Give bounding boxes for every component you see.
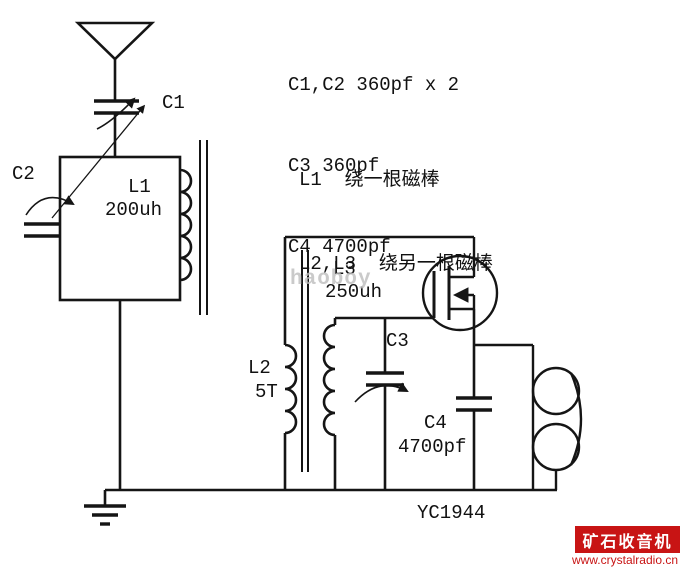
l1-label: L1 [128,176,151,198]
note-line: C3 360pf [288,155,380,177]
c4-label: C4 [424,412,447,434]
ground-icon [84,504,126,526]
note-line: C4 4700pf [288,236,391,258]
note-line: L1 绕一根磁棒 [299,169,440,191]
site-badge-title: 矿石收音机 [582,533,673,551]
l2-value-label: 5T [255,381,278,403]
capacitor-c4 [456,396,492,490]
ferrite-core-l2-l3 [301,250,309,472]
c4-value-label: 4700pf [398,436,467,458]
c3-label: C3 [386,330,409,352]
mosfet-icon [421,237,499,398]
l2-label: L2 [248,357,271,379]
model-number-label: YC1944 [417,502,486,524]
l3-label: L3 [333,258,356,280]
earphone-icon [474,343,583,490]
capacitor-c3 [354,318,409,490]
secondary-loop-wires [283,235,474,490]
circuit-wires [103,300,557,505]
antenna-icon [74,21,156,101]
c2-label: C2 [12,163,35,185]
inductor-l2-coil [284,343,298,435]
note-line: C1,C2 360pf x 2 [288,74,460,96]
coil-winding-note: L1 绕一根磁棒 L2,L3 绕另一根磁棒 [299,110,493,334]
l1-value-label: 200uh [105,199,163,221]
capacitor-c2 [24,195,75,238]
site-badge-url: www.crystalradio.cn [571,553,678,567]
l3-value-label: 250uh [325,281,383,303]
site-badge: 矿石收音机 [575,526,680,553]
inductor-l3-coil [322,318,337,490]
ferrite-core-l1 [199,140,208,315]
c1-label: C1 [162,92,185,114]
capacitor-c1 [94,97,139,157]
tank-circuit-box [58,155,182,302]
note-line: L2,L3 绕另一根磁棒 [299,253,493,275]
watermark-text: haoboy [290,268,372,291]
cap-values-note: C1,C2 360pf x 2 C3 360pf C4 4700pf [288,18,459,315]
inductor-l1-coil [179,168,193,282]
